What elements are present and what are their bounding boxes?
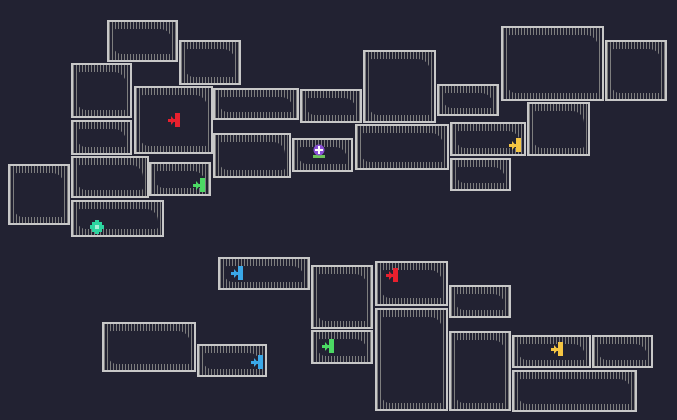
- map-room: [375, 308, 448, 411]
- map-room: [292, 138, 353, 172]
- map-room: [107, 20, 178, 62]
- map-room: [71, 200, 164, 237]
- map-room: [449, 331, 511, 411]
- map-room: [512, 335, 591, 368]
- map-room: [501, 26, 604, 101]
- map-room: [179, 40, 241, 85]
- map-room: [213, 88, 299, 120]
- door-red-icon[interactable]: [166, 112, 182, 128]
- map-room: [527, 102, 590, 156]
- save-station-icon[interactable]: [311, 143, 327, 159]
- map-room: [450, 122, 526, 156]
- map-room: [375, 261, 448, 306]
- map-room: [355, 124, 449, 170]
- map-room: [213, 133, 291, 178]
- map-room: [71, 120, 132, 155]
- map-room: [311, 330, 373, 364]
- map-room: [512, 370, 637, 412]
- door-blue-icon[interactable]: [249, 354, 265, 370]
- map-room: [71, 156, 149, 198]
- map-room: [71, 63, 132, 118]
- map-room: [300, 89, 362, 123]
- map-room: [605, 40, 667, 101]
- door-yellow-icon[interactable]: [507, 137, 523, 153]
- door-green-icon[interactable]: [191, 177, 207, 193]
- door-blue-icon[interactable]: [229, 265, 245, 281]
- door-red-icon[interactable]: [384, 267, 400, 283]
- map-room: [449, 285, 511, 318]
- map-room: [8, 164, 70, 225]
- map-room: [363, 50, 436, 123]
- map-room: [149, 162, 211, 196]
- player-position-icon: [89, 219, 105, 235]
- map-room: [450, 158, 511, 191]
- map-room: [311, 265, 373, 329]
- map-room: [102, 322, 196, 372]
- door-green-icon[interactable]: [320, 338, 336, 354]
- map-room: [592, 335, 653, 368]
- door-yellow-icon[interactable]: [549, 341, 565, 357]
- map-room: [437, 84, 499, 116]
